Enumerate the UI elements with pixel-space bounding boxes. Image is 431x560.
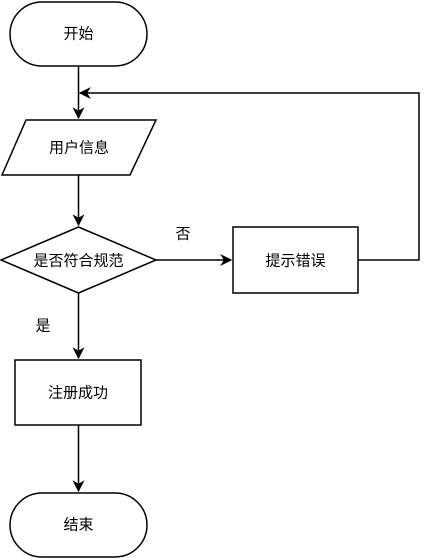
error-node: 提示错误 — [232, 226, 359, 294]
end-node: 结束 — [9, 492, 148, 558]
check-label: 是否符合规范 — [33, 252, 123, 270]
user-info-node: 用户信息 — [0, 119, 158, 176]
error-label: 提示错误 — [265, 252, 325, 270]
end-label: 结束 — [63, 516, 93, 534]
edge-error-loop-back — [78, 87, 420, 261]
yes-label: 是 — [35, 317, 50, 335]
start-label: 开始 — [63, 25, 93, 43]
register-node: 注册成功 — [14, 359, 142, 426]
start-node: 开始 — [9, 1, 148, 67]
user-info-label: 用户信息 — [49, 139, 109, 157]
register-label: 注册成功 — [48, 384, 108, 402]
no-label: 否 — [175, 225, 190, 243]
check-decision-node: 是否符合规范 — [0, 226, 158, 294]
